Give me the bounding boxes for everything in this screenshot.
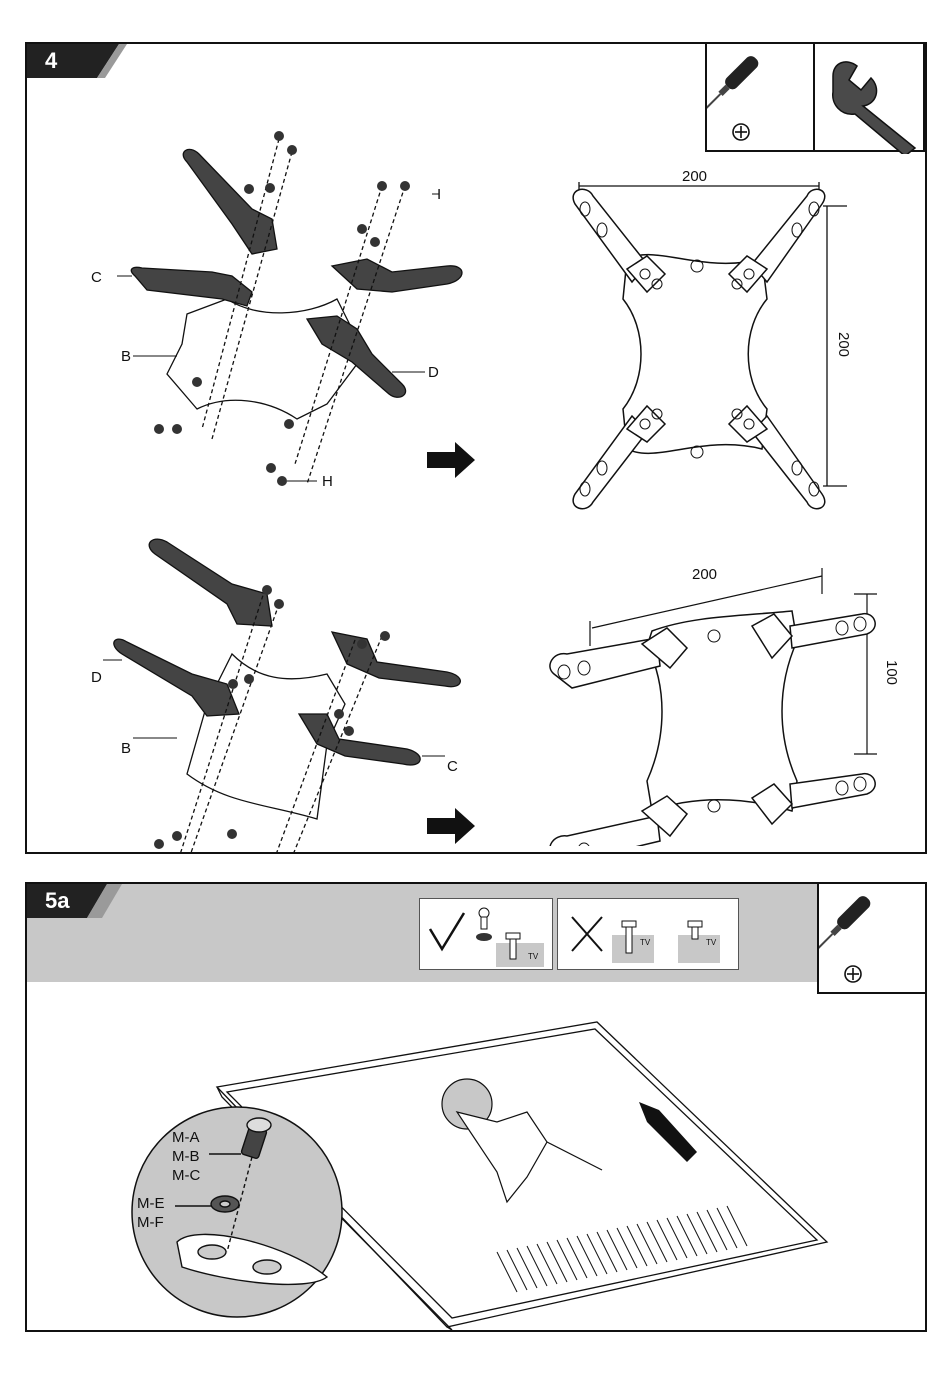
label-d: D <box>428 365 439 380</box>
label-m-e: M-E <box>137 1196 165 1211</box>
tv-back-illustration <box>27 982 925 1330</box>
arrow-right-icon <box>427 806 487 846</box>
label-b-bottom: B <box>121 741 131 756</box>
tv-label: TV <box>640 939 650 947</box>
wrong-install-box: TV TV <box>557 898 739 970</box>
label-h: H <box>322 474 333 489</box>
label-m-f: M-F <box>137 1215 164 1230</box>
step-badge <box>27 884 127 918</box>
screwdriver-tool-box <box>705 42 815 152</box>
label-d-bottom: D <box>91 670 102 685</box>
label-b: B <box>121 349 131 364</box>
dim-top-height: 200 <box>835 332 852 357</box>
step-4-panel: 4 <box>25 42 927 854</box>
cross-icon <box>558 899 738 969</box>
step-number: 5a <box>45 888 69 914</box>
label-c-bottom: C <box>447 759 458 774</box>
correct-install-box: TV <box>419 898 553 970</box>
label-m-a: M-A <box>172 1130 200 1145</box>
phillips-screwdriver-icon <box>819 884 927 996</box>
wrench-icon <box>815 44 927 154</box>
label-m-c: M-C <box>172 1168 200 1183</box>
dim-bottom-width: 200 <box>692 566 717 583</box>
label-i: I <box>437 187 441 202</box>
label-c: C <box>91 270 102 285</box>
dim-bottom-height: 100 <box>883 660 900 685</box>
wrench-tool-box <box>813 42 925 152</box>
phillips-screwdriver-icon <box>707 44 817 154</box>
tv-label: TV <box>528 953 538 961</box>
screwdriver-tool-box <box>817 882 927 994</box>
label-m-b: M-B <box>172 1149 200 1164</box>
arrow-right-icon <box>427 440 487 480</box>
dim-top-width: 200 <box>682 168 707 185</box>
tv-label: TV <box>706 939 716 947</box>
step-5a-panel: 5a TV TV TV <box>25 882 927 1332</box>
assembled-bracket-200x100 <box>542 556 902 846</box>
